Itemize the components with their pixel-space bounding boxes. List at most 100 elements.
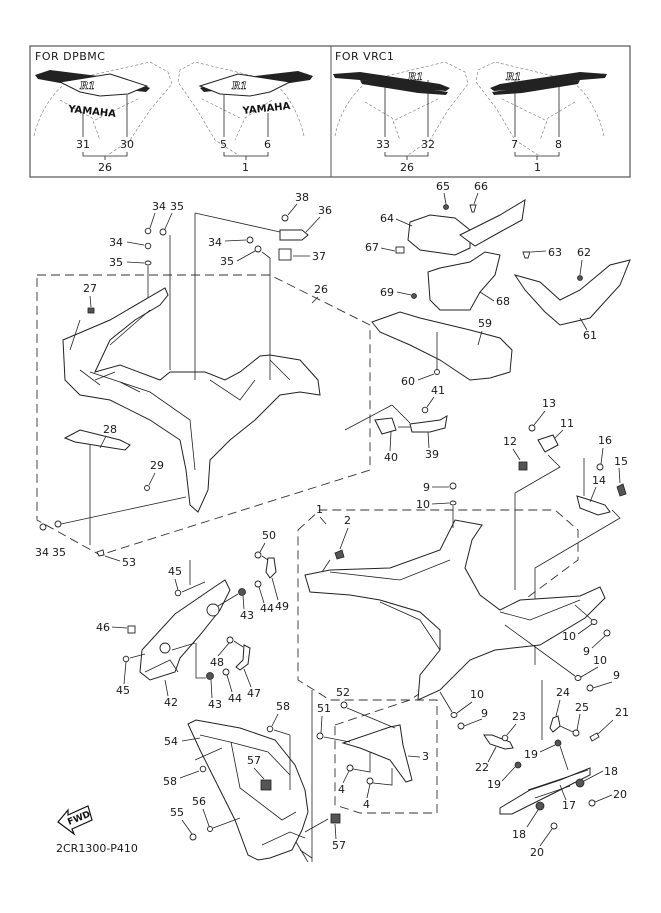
callout-15: 15 <box>614 455 628 468</box>
leader-line <box>69 319 81 351</box>
screw-icon <box>469 204 477 213</box>
bolt-icon <box>586 684 594 692</box>
callout-59: 59 <box>478 317 492 330</box>
leader-line <box>506 723 517 736</box>
callout-26: 26 <box>98 161 112 174</box>
callout-5: 5 <box>220 138 227 151</box>
leader-line <box>352 752 371 773</box>
washer-icon <box>590 619 598 625</box>
clip-icon <box>334 549 345 560</box>
assembly-42: 42 45 45 46 43 44 43 44 48 47 <box>96 529 289 711</box>
clip-icon <box>395 246 405 254</box>
grommet-icon <box>514 761 522 769</box>
leader-line <box>305 216 321 233</box>
group-bracket <box>82 152 128 160</box>
assembly-boundary <box>297 509 579 701</box>
variant-vrc1: FOR VRC1 R1 33 32 26 R1 <box>333 50 607 174</box>
callout-31: 31 <box>76 138 90 151</box>
assembly-boundary <box>334 699 438 814</box>
leader-line <box>539 828 553 847</box>
grommet-21 <box>589 732 600 742</box>
callout-34: 34 <box>109 236 123 249</box>
leader-line <box>554 429 564 439</box>
bolt-icon <box>550 822 558 830</box>
leader-line <box>174 578 179 591</box>
callout-39: 39 <box>425 448 439 461</box>
nut-icon <box>577 275 583 281</box>
collar-icon <box>207 826 213 832</box>
callout-35: 35 <box>109 256 123 269</box>
leader-line <box>576 713 581 731</box>
fwd-indicator: FWD <box>57 805 93 836</box>
grommet-icon <box>206 603 220 617</box>
clip-icon <box>87 307 95 314</box>
callout-43: 43 <box>240 609 254 622</box>
leader-line <box>181 737 201 742</box>
callout-17: 17 <box>562 799 576 812</box>
grommet-icon <box>554 739 562 747</box>
rivet-icon <box>366 777 374 785</box>
leader-line <box>597 719 614 735</box>
stay-24 <box>549 715 561 733</box>
leader-line <box>164 679 169 697</box>
leader-line <box>417 373 435 381</box>
bolt-icon <box>254 551 262 559</box>
leader-line <box>487 746 497 763</box>
callout-13: 13 <box>542 397 556 410</box>
leader-line <box>149 212 156 229</box>
leader-line <box>224 239 247 242</box>
grommet-icon <box>535 801 545 811</box>
panel-contour <box>144 659 179 673</box>
decal-stripe <box>492 80 580 95</box>
model-badge: R1 <box>407 72 423 83</box>
leader-line <box>346 707 396 729</box>
grommet-icon <box>238 588 246 596</box>
leader-line <box>427 431 430 449</box>
callout-26: 26 <box>400 161 414 174</box>
callout-42: 42 <box>164 696 178 709</box>
variant-panel: FOR DPBMC R1 YAMAHA 31 30 26 <box>29 45 631 178</box>
rivet-icon <box>316 732 324 740</box>
leader-line <box>271 713 279 727</box>
callout-2: 2 <box>344 514 351 527</box>
bracket-40 <box>374 417 397 435</box>
callout-18: 18 <box>512 828 526 841</box>
cowl-contour <box>261 831 306 846</box>
callout-14: 14 <box>592 474 606 487</box>
callout-22: 22 <box>475 761 489 774</box>
leader-line <box>89 295 92 308</box>
callout-20: 20 <box>530 846 544 859</box>
decal-right-dpbmc: R1 YAMAHA 5 6 1 <box>177 61 313 174</box>
callout-45: 45 <box>168 565 182 578</box>
leader-line <box>323 736 351 743</box>
leader-line <box>559 725 574 733</box>
leader-line <box>60 496 187 525</box>
callout-65: 65 <box>436 180 450 193</box>
callout-9: 9 <box>613 669 620 682</box>
leader-line <box>111 626 128 629</box>
leader-line <box>580 666 599 678</box>
bracket-11 <box>537 434 559 453</box>
leader-line <box>456 701 473 714</box>
diagram-code: 2CR1300-P410 <box>56 842 138 855</box>
cover-68 <box>427 251 501 311</box>
fairing-outline <box>475 61 605 156</box>
leader-line <box>533 410 546 426</box>
callout-6: 6 <box>264 138 271 151</box>
leader-line <box>304 818 329 833</box>
callout-41: 41 <box>431 384 445 397</box>
cowl-contour <box>199 734 297 821</box>
leader-line <box>321 559 331 573</box>
leader-line <box>473 192 479 205</box>
panel-17 <box>499 767 591 815</box>
callout-10: 10 <box>416 498 430 511</box>
screw-icon <box>144 485 150 491</box>
callout-11: 11 <box>560 417 574 430</box>
callout-58: 58 <box>163 775 177 788</box>
leader-line <box>479 291 495 302</box>
callout-36: 36 <box>318 204 332 217</box>
leader-line <box>148 472 156 486</box>
callout-19: 19 <box>487 778 501 791</box>
leader-line <box>339 527 349 550</box>
leader-line <box>319 516 327 525</box>
